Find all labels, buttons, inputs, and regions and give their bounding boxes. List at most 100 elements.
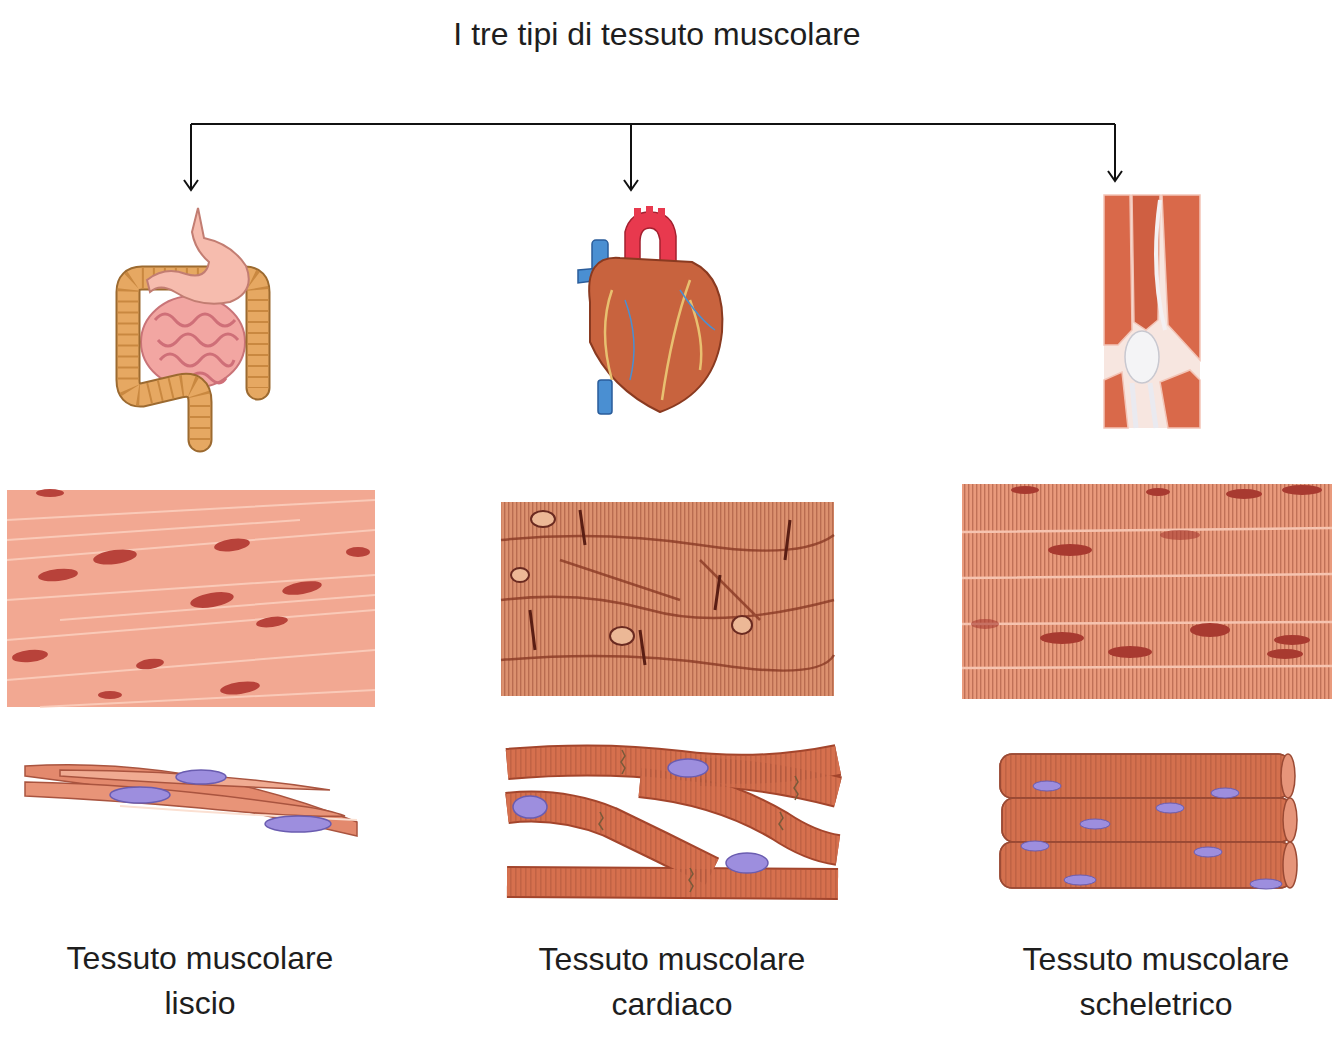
leg-muscles-illustration-part	[1125, 331, 1159, 383]
cardiac-muscle-micrograph	[501, 502, 834, 696]
leg-muscles-illustration-part	[1132, 383, 1156, 428]
skeletal-muscle-micrograph-part-part	[1190, 623, 1230, 637]
branch-arrows-part	[624, 180, 638, 190]
smooth-muscle-cells-part-part	[265, 816, 331, 832]
skeletal-muscle-micrograph-part-part	[971, 619, 999, 629]
cardiac-muscle-cells-part-part	[668, 759, 708, 777]
smooth-muscle-cells-part	[60, 770, 330, 790]
cardiac-muscle-micrograph-part-part	[732, 616, 752, 634]
tissue-caption-holder: Tessuto muscolare scheletrico	[991, 937, 1321, 1027]
skeletal-muscle-fibers	[1000, 754, 1297, 889]
skeletal-muscle-micrograph-part	[962, 484, 1332, 699]
branch-arrows-part	[630, 124, 632, 190]
heart-illustration	[578, 206, 722, 414]
smooth-muscle-cells	[25, 765, 357, 836]
cardiac-muscle-cells	[507, 750, 838, 892]
skeletal-muscle-micrograph-part	[971, 485, 1322, 659]
leg-muscles-illustration	[1104, 195, 1200, 428]
skeletal-muscle-fibers-part-part	[1250, 879, 1282, 889]
digestive-organs-illustration-part	[147, 208, 249, 304]
branch-arrows-part	[1114, 124, 1116, 181]
cardiac-muscle-cells-part	[507, 760, 838, 884]
skeletal-muscle-fibers-part-part	[1080, 819, 1110, 829]
heart-illustration-part	[658, 208, 665, 222]
smooth-muscle-micrograph-part-part	[98, 691, 122, 699]
smooth-muscle-cells-part	[25, 765, 357, 836]
heart-illustration-part	[605, 280, 701, 400]
skeletal-muscle-micrograph-part-part	[1282, 485, 1322, 495]
skeletal-muscle-micrograph-part-part	[1160, 530, 1200, 540]
skeletal-muscle-micrograph-part-part	[1226, 489, 1262, 499]
cardiac-muscle-micrograph-part	[501, 535, 834, 671]
smooth-muscle-micrograph-part-part	[37, 567, 78, 583]
tissue-caption: Tessuto muscolare cardiaco	[507, 937, 837, 1027]
digestive-organs-illustration-part	[155, 314, 238, 383]
smooth-muscle-micrograph-part-part	[213, 537, 250, 554]
cardiac-muscle-micrograph-part	[530, 510, 790, 665]
smooth-muscle-micrograph-part-part	[346, 547, 370, 557]
tissue-caption: Tessuto muscolare liscio	[35, 936, 365, 1026]
cardiac-muscle-micrograph-part-part	[511, 568, 529, 582]
cardiac-muscle-cells-part	[507, 760, 838, 884]
diagram-title-holder: I tre tipi di tessuto muscolare	[0, 12, 1314, 57]
cardiac-muscle-micrograph-part	[501, 502, 834, 696]
branch-arrows-part	[1108, 171, 1122, 181]
digestive-organs-illustration-part	[128, 278, 258, 440]
skeletal-muscle-fibers-part-part	[1002, 798, 1292, 842]
smooth-muscle-micrograph-part	[7, 490, 375, 707]
skeletal-muscle-fibers-part-part	[1283, 842, 1297, 888]
leg-muscles-illustration-part	[1160, 370, 1200, 428]
smooth-muscle-micrograph-part-part	[255, 615, 288, 629]
smooth-muscle-cells-part	[110, 770, 331, 832]
cardiac-muscle-cells-part-part	[726, 853, 768, 873]
heart-illustration-part	[598, 380, 612, 414]
cardiac-muscle-cells-part	[513, 759, 768, 873]
skeletal-muscle-micrograph	[962, 484, 1332, 699]
skeletal-muscle-fibers-part-part	[1000, 754, 1290, 798]
skeletal-muscle-fibers-part-part	[1033, 781, 1061, 791]
skeletal-muscle-micrograph-part-part	[1146, 488, 1170, 496]
leg-muscles-illustration-part	[1104, 372, 1128, 428]
skeletal-muscle-micrograph-part-part	[1267, 649, 1303, 659]
smooth-muscle-micrograph-part-part	[36, 489, 64, 497]
skeletal-muscle-micrograph-part	[962, 528, 1332, 668]
cardiac-muscle-cells-part	[507, 760, 838, 884]
cardiac-muscle-micrograph-part	[511, 511, 752, 645]
branch-arrows	[184, 124, 1122, 190]
smooth-muscle-micrograph-part-part	[189, 589, 235, 610]
skeletal-muscle-fibers-part	[1000, 754, 1297, 888]
cardiac-muscle-cells-part-part	[507, 882, 838, 884]
skeletal-muscle-micrograph-part	[962, 484, 1332, 699]
smooth-muscle-micrograph-part-part	[219, 679, 260, 696]
cardiac-muscle-cells-part-part	[507, 882, 838, 884]
tissue-caption-holder: Tessuto muscolare liscio	[35, 936, 365, 1026]
skeletal-muscle-fibers-part-part	[1156, 803, 1184, 813]
skeletal-muscle-fibers-part-part	[1000, 842, 1292, 888]
cardiac-muscle-cells-part-part	[507, 882, 838, 884]
skeletal-muscle-fibers-part-part	[1002, 798, 1292, 842]
cardiac-muscle-micrograph-part-part	[610, 627, 634, 645]
skeletal-muscle-fibers-part-part	[1211, 788, 1239, 798]
skeletal-muscle-fibers-part-part	[1000, 842, 1292, 888]
smooth-muscle-micrograph-part-part	[92, 547, 138, 567]
smooth-muscle-micrograph-part-part	[281, 579, 322, 598]
skeletal-muscle-fibers-part-part	[1283, 798, 1297, 842]
smooth-muscle-micrograph	[7, 489, 375, 707]
skeletal-muscle-fibers-part-part	[1021, 841, 1049, 851]
smooth-muscle-micrograph-part-part	[11, 648, 48, 664]
leg-muscles-illustration-part	[1156, 200, 1165, 330]
skeletal-muscle-fibers-part	[1021, 781, 1282, 889]
cardiac-muscle-micrograph-part-part	[531, 511, 555, 527]
smooth-muscle-micrograph-part	[7, 500, 375, 707]
skeletal-muscle-micrograph-part-part	[1108, 646, 1152, 658]
leg-muscles-illustration-part	[1104, 195, 1132, 345]
smooth-muscle-micrograph-part-part	[135, 657, 164, 671]
diagram-title: I tre tipi di tessuto muscolare	[0, 12, 1314, 57]
skeletal-muscle-micrograph-part-part	[1274, 635, 1310, 645]
cardiac-muscle-cells-part-part	[700, 772, 838, 792]
skeletal-muscle-fibers-part-part	[1000, 754, 1290, 798]
cardiac-muscle-cells-part-part	[513, 796, 547, 818]
heart-illustration-part	[646, 206, 653, 218]
digestive-organs-illustration	[128, 208, 258, 440]
branch-arrows-part	[190, 124, 192, 190]
